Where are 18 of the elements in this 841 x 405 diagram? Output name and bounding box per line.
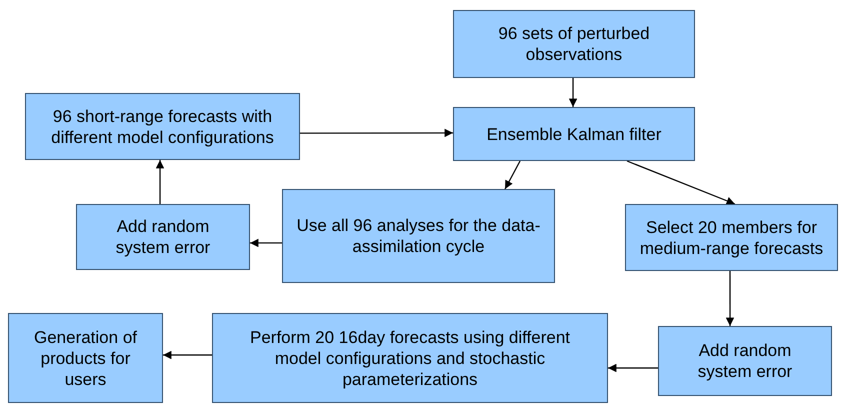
process-box: Use all 96 analyses for the data-assimilation cycle — [282, 189, 555, 283]
process-box: Ensemble Kalman filter — [453, 107, 695, 161]
arrow — [626, 160, 736, 205]
arrow — [250, 238, 282, 248]
arrow — [163, 350, 212, 360]
process-box: Generation of products for users — [8, 313, 163, 403]
arrow — [504, 160, 521, 190]
process-box: 96 sets of perturbed observations — [453, 10, 695, 78]
arrow — [156, 160, 164, 204]
process-box: Add random system error — [658, 326, 832, 396]
process-box: Add random system error — [76, 204, 250, 270]
process-box: 96 short-range forecasts with different model configurations — [25, 93, 300, 160]
arrow — [726, 271, 734, 326]
arrow — [568, 78, 578, 107]
arrow — [608, 364, 658, 372]
process-box: Perform 20 16day forecasts using different model configurations and stochastic parameterizations — [212, 313, 608, 403]
arrow — [300, 128, 453, 138]
process-box: Select 20 members for medium-range forecasts — [625, 204, 838, 271]
